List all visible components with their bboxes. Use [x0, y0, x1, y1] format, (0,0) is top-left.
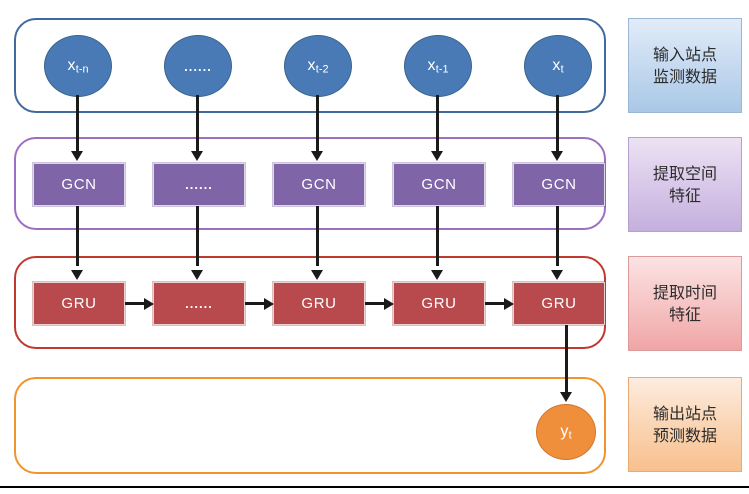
- gcn-layer-band: [14, 137, 606, 230]
- gru-node-5[interactable]: GRU: [513, 282, 605, 325]
- arrow-gru-4-to-5: [485, 302, 505, 305]
- stage-label-gru-line2: 特征: [668, 304, 701, 324]
- gru-node-label: GRU: [301, 295, 337, 312]
- stage-label-output-line1: 输出站点: [652, 403, 717, 423]
- input-node-ellipsis[interactable]: ......: [164, 35, 232, 97]
- arrowhead-gcn-to-gru-3: [311, 270, 323, 280]
- output-layer-band: [14, 377, 606, 474]
- input-node-x-t[interactable]: xt: [524, 35, 592, 97]
- arrow-input-to-gcn-2: [196, 95, 199, 153]
- arrow-input-to-gcn-3: [316, 95, 319, 153]
- arrowhead-gcn-to-gru-2: [191, 270, 203, 280]
- gru-node-label: GRU: [61, 295, 97, 312]
- bottom-divider: [0, 486, 749, 488]
- gcn-node-1[interactable]: GCN: [33, 163, 125, 206]
- arrow-gru-2-to-3: [245, 302, 265, 305]
- arrowhead-gcn-to-gru-4: [431, 270, 443, 280]
- arrow-input-to-gcn-4: [436, 95, 439, 153]
- arrow-gru-3-to-4: [365, 302, 385, 305]
- arrow-gcn-to-gru-4: [436, 206, 439, 266]
- arrow-gcn-to-gru-3: [316, 206, 319, 266]
- gru-node-3[interactable]: GRU: [273, 282, 365, 325]
- input-node-x-t-1[interactable]: xt-1: [404, 35, 472, 97]
- stage-label-gcn: 提取空间 特征: [628, 137, 742, 232]
- output-node-y-t[interactable]: yt: [536, 404, 596, 460]
- stage-label-gru-line1: 提取时间: [652, 282, 717, 302]
- arrowhead-gru-3-to-4: [384, 298, 394, 310]
- gcn-node-5[interactable]: GCN: [513, 163, 605, 206]
- gru-node-4[interactable]: GRU: [393, 282, 485, 325]
- gru-node-label: ......: [185, 296, 213, 311]
- gcn-node-3[interactable]: GCN: [273, 163, 365, 206]
- arrow-gru-to-output: [565, 325, 568, 392]
- arrowhead-input-to-gcn-1: [71, 151, 83, 161]
- arrow-input-to-gcn-5: [556, 95, 559, 153]
- gcn-node-label: GCN: [541, 176, 577, 193]
- arrowhead-gcn-to-gru-5: [551, 270, 563, 280]
- gcn-node-label: GCN: [301, 176, 337, 193]
- input-node-x-t-2[interactable]: xt-2: [284, 35, 352, 97]
- input-layer-band: [14, 18, 606, 113]
- stage-label-gcn-line1: 提取空间: [652, 163, 717, 183]
- input-node-label: xt-2: [307, 56, 329, 76]
- arrowhead-input-to-gcn-2: [191, 151, 203, 161]
- input-node-label: xt-1: [427, 56, 449, 76]
- arrowhead-gru-1-to-2: [144, 298, 154, 310]
- input-node-label: xt-n: [67, 56, 89, 76]
- output-node-subscript: t: [568, 429, 572, 442]
- output-node-label: yt: [560, 422, 572, 442]
- stage-label-input: 输入站点 监测数据: [628, 18, 742, 113]
- arrowhead-input-to-gcn-5: [551, 151, 563, 161]
- gru-node-1[interactable]: GRU: [33, 282, 125, 325]
- stage-label-input-line1: 输入站点: [652, 44, 717, 64]
- arrowhead-gru-to-output: [560, 392, 572, 402]
- gcn-node-4[interactable]: GCN: [393, 163, 485, 206]
- arrowhead-gcn-to-gru-1: [71, 270, 83, 280]
- arrowhead-gru-2-to-3: [264, 298, 274, 310]
- arrowhead-input-to-gcn-4: [431, 151, 443, 161]
- arrowhead-input-to-gcn-3: [311, 151, 323, 161]
- gcn-node-label: GCN: [61, 176, 97, 193]
- arrowhead-gru-4-to-5: [504, 298, 514, 310]
- stage-label-input-line2: 监测数据: [652, 66, 717, 86]
- gru-layer-band: [14, 256, 606, 349]
- input-node-subscript: t: [560, 63, 564, 76]
- input-node-label: ......: [184, 58, 212, 74]
- arrow-input-to-gcn-1: [76, 95, 79, 153]
- input-node-subscript: t-2: [315, 63, 329, 76]
- arrow-gcn-to-gru-1: [76, 206, 79, 266]
- input-node-label: xt: [552, 56, 564, 76]
- input-node-x-t-n[interactable]: xt-n: [44, 35, 112, 97]
- gcn-node-label: GCN: [421, 176, 457, 193]
- stage-label-output: 输出站点 预测数据: [628, 377, 742, 472]
- arrow-gru-1-to-2: [125, 302, 145, 305]
- gru-node-label: GRU: [421, 295, 457, 312]
- stage-label-gru: 提取时间 特征: [628, 256, 742, 351]
- gru-node-ellipsis[interactable]: ......: [153, 282, 245, 325]
- arrow-gcn-to-gru-2: [196, 206, 199, 266]
- gru-node-label: GRU: [541, 295, 577, 312]
- stage-label-output-line2: 预测数据: [652, 425, 717, 445]
- input-node-subscript: t-1: [435, 63, 449, 76]
- gcn-node-label: ......: [185, 177, 213, 192]
- input-node-subscript: t-n: [75, 63, 89, 76]
- arrow-gcn-to-gru-5: [556, 206, 559, 266]
- stage-label-gcn-line2: 特征: [668, 185, 701, 205]
- gcn-node-ellipsis[interactable]: ......: [153, 163, 245, 206]
